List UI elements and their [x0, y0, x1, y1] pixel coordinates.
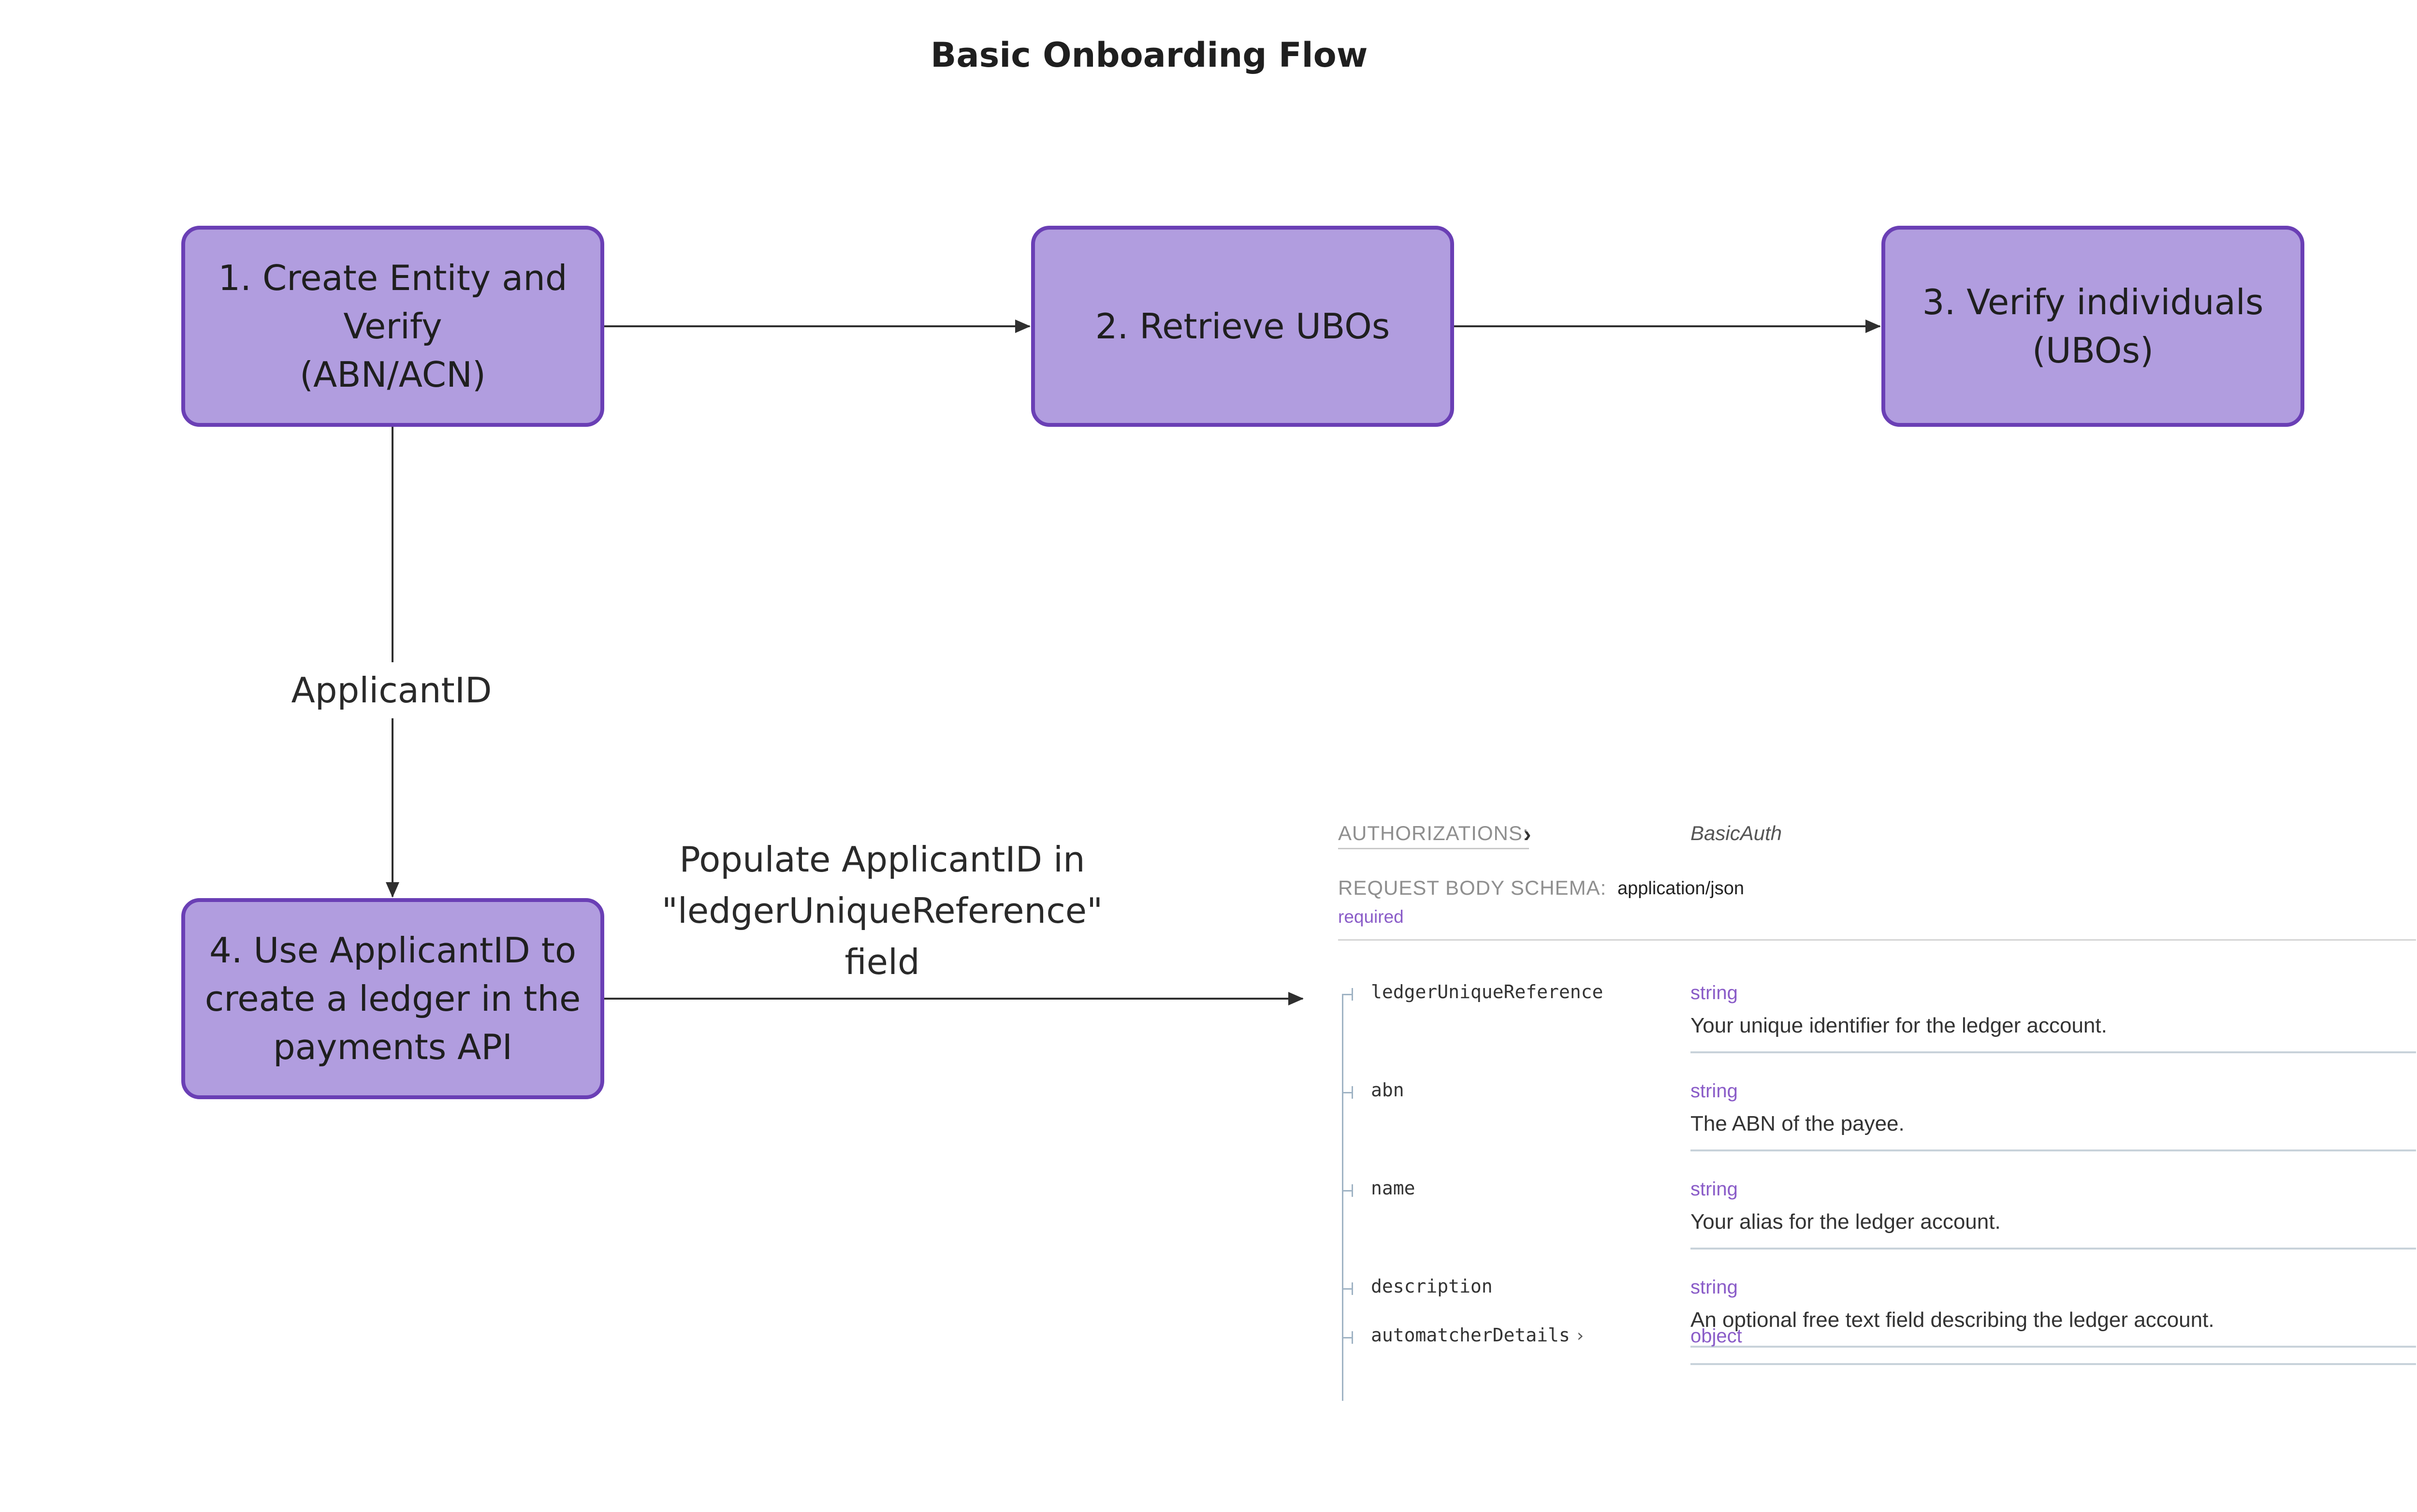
field-name-text: automatcherDetails: [1371, 1324, 1570, 1346]
request-body-schema-value: application/json: [1617, 878, 1744, 899]
field-name-expandable[interactable]: automatcherDetails ›: [1371, 1324, 1584, 1346]
divider: [1338, 939, 2416, 941]
field-description: The ABN of the payee.: [1690, 1112, 1905, 1135]
authorizations-label[interactable]: AUTHORIZATIONS:: [1338, 822, 1529, 849]
schema-field-row: abn string The ABN of the payee.: [1334, 1065, 2417, 1163]
row-divider: [1690, 1149, 2416, 1151]
field-description: An optional free text field describing t…: [1690, 1308, 2214, 1332]
field-name: description: [1371, 1276, 1493, 1297]
step-create-ledger-label: 4. Use ApplicantID to create a ledger in…: [204, 930, 581, 1067]
step-create-entity-label: 1. Create Entity and Verify (ABN/ACN): [218, 258, 568, 395]
row-divider: [1690, 1346, 2416, 1348]
field-description: Your unique identifier for the ledger ac…: [1690, 1014, 2107, 1037]
required-badge: required: [1338, 907, 1404, 927]
tree-branch-cap: [1352, 1282, 1353, 1295]
schema-field-row: description string An optional free text…: [1334, 1261, 2417, 1359]
tree-branch-cap: [1352, 1331, 1353, 1344]
request-body-schema-label: REQUEST BODY SCHEMA:: [1338, 876, 1607, 899]
step-verify-individuals-node: 3. Verify individuals (UBOs): [1881, 226, 2304, 427]
tree-branch: [1342, 1337, 1353, 1338]
authorizations-value: BasicAuth: [1690, 822, 1782, 844]
diagram-title: Basic Onboarding Flow: [931, 35, 1368, 75]
tree-branch: [1342, 1190, 1353, 1192]
step-retrieve-ubos-node: 2. Retrieve UBOs: [1031, 226, 1454, 427]
field-description: Your alias for the ledger account.: [1690, 1210, 2001, 1234]
step-create-ledger-node: 4. Use ApplicantID to create a ledger in…: [181, 898, 604, 1099]
tree-connector-line: [1342, 995, 1343, 1401]
api-schema-panel: AUTHORIZATIONS: › BasicAuth REQUEST BODY…: [1334, 821, 2417, 1431]
step-verify-individuals-label: 3. Verify individuals (UBOs): [1922, 282, 2264, 371]
chevron-right-icon[interactable]: ›: [1524, 821, 1531, 846]
step-retrieve-ubos-label: 2. Retrieve UBOs: [1095, 306, 1390, 347]
field-type: string: [1690, 982, 1738, 1003]
chevron-right-icon[interactable]: ›: [1576, 1326, 1584, 1346]
schema-field-row: ledgerUniqueReference string Your unique…: [1334, 967, 2417, 1065]
row-divider: [1690, 1248, 2416, 1250]
field-type: string: [1690, 1178, 1738, 1200]
tree-branch: [1342, 1092, 1353, 1093]
tree-branch-cap: [1352, 988, 1353, 1001]
row-divider: [1690, 1051, 2416, 1053]
field-type: string: [1690, 1277, 1738, 1298]
tree-branch: [1342, 994, 1353, 995]
edge-label-populate: Populate ApplicantID in "ledgerUniqueRef…: [661, 839, 1103, 982]
tree-branch: [1342, 1288, 1353, 1290]
edge-label-applicant-id: ApplicantID: [285, 662, 498, 718]
field-name: ledgerUniqueReference: [1371, 981, 1603, 1003]
tree-branch-cap: [1352, 1086, 1353, 1099]
row-divider: [1690, 1363, 2416, 1365]
step-create-entity-node: 1. Create Entity and Verify (ABN/ACN): [181, 226, 604, 427]
field-type: string: [1690, 1080, 1738, 1102]
schema-field-row-expandable[interactable]: automatcherDetails › object: [1334, 1310, 2417, 1408]
tree-branch-cap: [1352, 1184, 1353, 1197]
field-name: name: [1371, 1178, 1415, 1199]
schema-field-row: name string Your alias for the ledger ac…: [1334, 1163, 2417, 1261]
field-name: abn: [1371, 1079, 1404, 1101]
field-type: object: [1690, 1325, 1742, 1347]
